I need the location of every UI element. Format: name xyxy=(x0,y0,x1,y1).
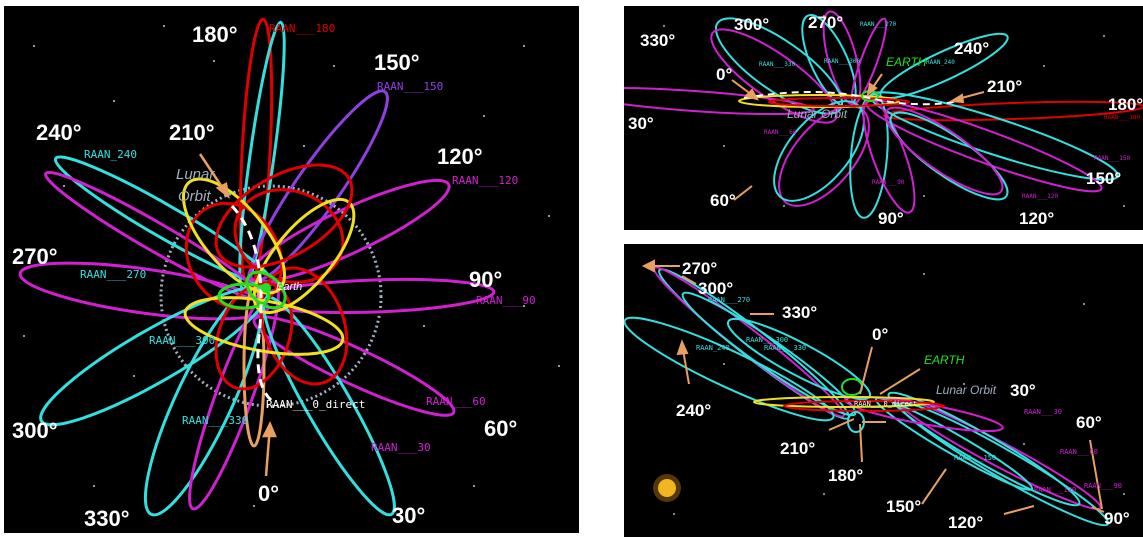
deg-label: 150° xyxy=(1086,169,1121,188)
deg-label: 210° xyxy=(169,120,215,145)
raan-label: RAAN___270 xyxy=(80,268,146,281)
lunar-orbit-circle xyxy=(159,184,383,408)
top-right-orbit-panel: 300° 270° 330° 240° 0° 210° 180° 30° 150… xyxy=(624,6,1143,230)
bottom-right-orbit-diagram: 270° 300° 330° 0° 240° 30° 60° 210° 180°… xyxy=(624,259,1130,532)
raan-label: RAAN___300 xyxy=(746,336,788,344)
raan-label: RAAN___330 xyxy=(764,344,806,352)
deg-label: 300° xyxy=(12,418,58,443)
earth-label: Earth xyxy=(276,281,302,293)
deg-label: 330° xyxy=(640,31,675,50)
raan-label: RAAN___120 xyxy=(452,174,518,187)
deg-label: 150° xyxy=(374,50,420,75)
deg-label: 120° xyxy=(437,144,483,169)
raan-label: RAAN___60 xyxy=(426,395,486,408)
raan-label: RAAN___90 xyxy=(872,179,905,186)
raan-label: RAAN___150 xyxy=(1094,155,1131,162)
deg-label: 210° xyxy=(987,77,1022,96)
top-right-orbit-diagram: 300° 270° 330° 240° 0° 210° 180° 30° 150… xyxy=(624,10,1143,228)
inner-orbits xyxy=(181,163,356,391)
deg-label: 210° xyxy=(780,439,815,458)
left-degree-labels: 180° 150° 240° 210° 120° 270° 90° 300° 6… xyxy=(12,22,517,531)
deg-label: 180° xyxy=(828,466,863,485)
raan-label: RAAN___60 xyxy=(1060,448,1098,456)
raan-label: RAAN___0_direct xyxy=(854,400,917,408)
earth-label: EARTH xyxy=(924,353,965,367)
raan-label: RAAN___120 xyxy=(1034,486,1076,494)
raan-label: RAAN___60 xyxy=(764,129,797,136)
left-raan-labels: RAAN___180 RAAN___150 RAAN_240 RAAN___12… xyxy=(80,22,536,454)
orbits xyxy=(624,266,1110,527)
bottom-right-orbit-panel: 270° 300° 330° 0° 240° 30° 60° 210° 180°… xyxy=(624,244,1143,537)
deg-label: 240° xyxy=(676,401,711,420)
raan-label: RAAN___270 xyxy=(708,296,750,304)
raan-label: RAAN___0_direct xyxy=(266,398,365,411)
earth-label: EARTH xyxy=(886,55,927,69)
bottom-right-raan-labels: RAAN___270 RAAN___300 RAAN_240 RAAN___33… xyxy=(696,296,1122,494)
orbit-raan-60 xyxy=(252,315,456,417)
deg-label: 240° xyxy=(36,120,82,145)
top-right-raan-labels: RAAN___270 RAAN___300 RAAN___330 RAAN_24… xyxy=(759,21,1141,200)
deg-label: 30° xyxy=(392,503,425,528)
bottom-right-degree-labels: 270° 300° 330° 0° 240° 30° 60° 210° 180°… xyxy=(676,259,1130,532)
lunar-orbit-label: Lunar Orbit xyxy=(787,107,848,121)
deg-label: 60° xyxy=(710,191,736,210)
raan-label: RAAN___150 xyxy=(377,80,443,93)
deg-label: 90° xyxy=(1104,509,1130,528)
deg-label: 60° xyxy=(484,416,517,441)
raan-label: RAAN___330 xyxy=(182,414,248,427)
raan-label: RAAN___180 xyxy=(1104,114,1141,121)
sun-icon xyxy=(658,479,676,497)
raan-label: RAAN___30 xyxy=(1024,408,1062,416)
deg-label: 180° xyxy=(192,22,238,47)
raan-label: RAAN___180 xyxy=(269,22,335,35)
deg-label: 0° xyxy=(258,481,279,506)
orbit-raan-30 xyxy=(262,295,396,517)
deg-label: 180° xyxy=(1108,95,1143,114)
raan-label: RAAN___330 xyxy=(759,61,796,68)
raan-label: RAAN___120 xyxy=(1022,193,1059,200)
lunar-orbit-label: Lunar Orbit xyxy=(936,383,997,397)
orbit-raan-330-magenta xyxy=(188,281,280,511)
deg-label: 330° xyxy=(84,506,130,531)
raan-label: RAAN___90 xyxy=(476,294,536,307)
deg-label: 300° xyxy=(698,279,733,298)
deg-label: 30° xyxy=(1010,381,1036,400)
lunar-orbit-label: Lunar xyxy=(176,166,215,183)
raan-label: RAAN___90 xyxy=(1084,482,1122,490)
raan-label: RAAN___270 xyxy=(860,21,897,28)
left-orbit-panel: 180° 150° 240° 210° 120° 270° 90° 300° 6… xyxy=(4,6,579,533)
deg-label: 300° xyxy=(734,15,769,34)
top-right-degree-labels: 300° 270° 330° 240° 0° 210° 180° 30° 150… xyxy=(628,13,1143,228)
deg-label: 120° xyxy=(1019,209,1054,228)
earth-marker xyxy=(261,283,271,293)
raan-label: RAAN___300 xyxy=(149,334,215,347)
lunar-orbit-path xyxy=(230,204,274,403)
deg-label: 60° xyxy=(1076,413,1102,432)
deg-label: 90° xyxy=(878,209,904,228)
deg-label: 270° xyxy=(808,13,843,32)
deg-label: 150° xyxy=(886,497,921,516)
deg-label: 0° xyxy=(716,65,732,84)
deg-label: 0° xyxy=(872,325,888,344)
raan-label: RAAN_240 xyxy=(84,148,137,161)
raan-label: RAAN___30 xyxy=(371,441,431,454)
deg-label: 330° xyxy=(782,303,817,322)
left-orbit-diagram: 180° 150° 240° 210° 120° 270° 90° 300° 6… xyxy=(12,17,560,531)
deg-label: 270° xyxy=(682,259,717,278)
orbits xyxy=(624,10,1143,219)
deg-label: 30° xyxy=(628,114,654,133)
arrows xyxy=(198,153,277,477)
deg-label: 120° xyxy=(948,513,983,532)
lunar-orbit-label-2: Orbit xyxy=(178,188,211,205)
raan-label: RAAN___300 xyxy=(824,58,861,65)
deg-label: 240° xyxy=(954,39,989,58)
deg-label: 90° xyxy=(469,267,502,292)
deg-label: 270° xyxy=(12,244,58,269)
stars xyxy=(23,25,560,507)
raan-label: RAAN_240 xyxy=(696,344,730,352)
raan-label: RAAN_240 xyxy=(926,59,955,66)
raan-label: RAAN___150 xyxy=(954,454,996,462)
